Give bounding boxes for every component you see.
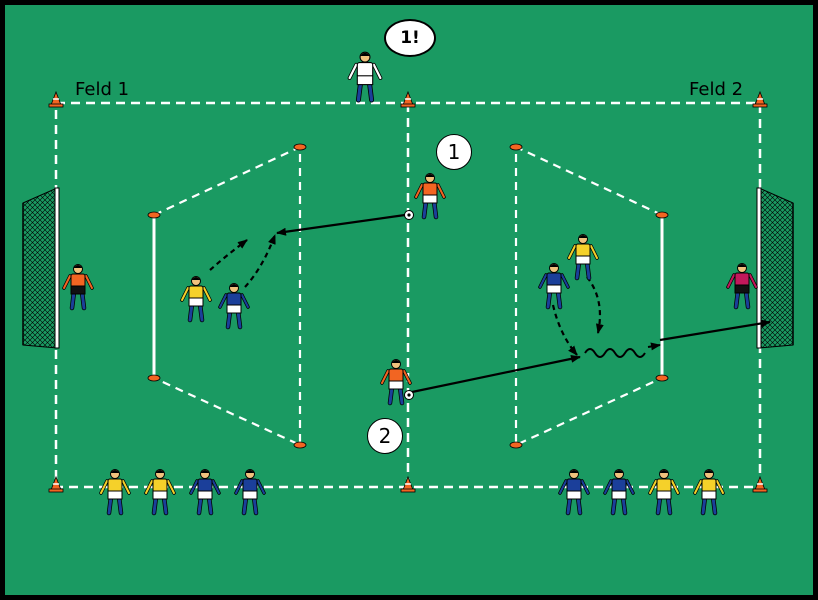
disc-marker [509,441,523,449]
player-yellow [567,234,599,281]
waiting-player [189,469,221,516]
run-arrow [647,342,661,351]
disc-marker [147,374,161,382]
ball [404,210,414,220]
marker-1: 1 [436,134,472,170]
goalkeeper-right [726,263,758,310]
waiting-player [693,469,725,516]
player-attacker-orange [414,173,446,220]
marker-2: 2 [367,418,403,454]
waiting-player [234,469,266,516]
disc-marker [147,211,161,219]
cone [400,476,416,493]
goal-left [22,187,60,349]
player-blue [538,263,570,310]
run-arrow [586,276,604,334]
zone-field-2 [514,145,663,447]
pitch-boundary [54,101,762,489]
cone [400,91,416,108]
zone-field-1 [153,145,302,447]
diagram-canvas [22,51,794,516]
player-yellow [180,276,212,323]
disc-marker [293,441,307,449]
waiting-player [603,469,635,516]
run-arrow [551,304,578,356]
player-blue [218,283,250,330]
waiting-player [144,469,176,516]
goalkeeper-left [62,264,94,311]
pass-arrow [276,213,406,236]
cone [48,476,64,493]
disc-marker [509,143,523,151]
coach-speech-bubble: 1! [384,19,436,57]
disc-marker [655,374,669,382]
waiting-player [558,469,590,516]
coach [347,51,383,103]
pass-arrow [411,354,581,394]
run-arrow [244,234,277,288]
shot-arrow [659,319,771,342]
players-layer [62,51,758,516]
dribble-line [584,348,646,358]
waiting-player [99,469,131,516]
goal-right [756,187,794,349]
player-attacker-orange [380,359,412,406]
cone [752,476,768,493]
field-2-label: Feld 2 [689,79,744,100]
field-1-label: Feld 1 [75,79,130,100]
cone [48,91,64,108]
ball [404,390,414,400]
waiting-player [648,469,680,516]
disc-marker [293,143,307,151]
cone [752,91,768,108]
disc-marker [655,211,669,219]
run-arrow [209,239,248,271]
